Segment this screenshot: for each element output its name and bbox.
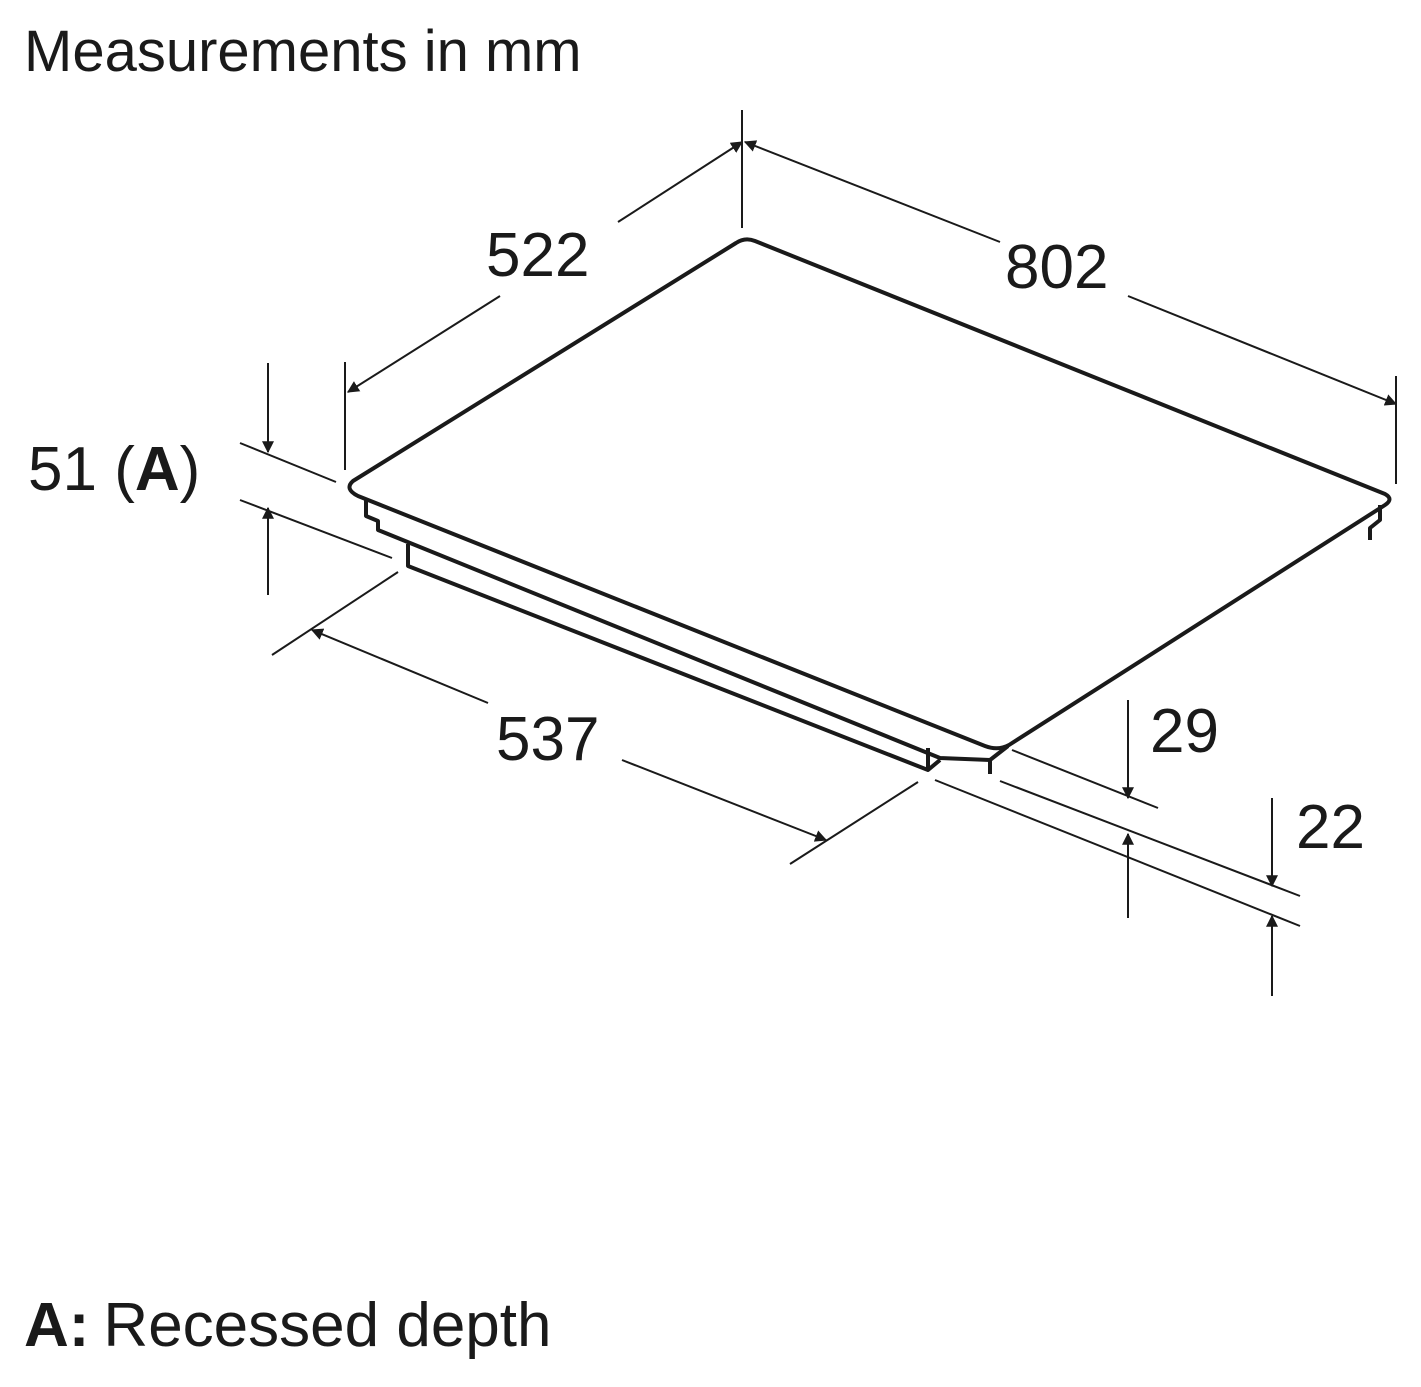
dimension-arrow bbox=[310, 628, 489, 704]
extension-line bbox=[239, 499, 393, 559]
dimension-depth bbox=[344, 110, 744, 470]
dimension-width bbox=[743, 140, 1398, 484]
extension-line bbox=[789, 781, 919, 865]
extension-line bbox=[934, 779, 1301, 927]
dimension-base-height-label: 22 bbox=[1296, 793, 1365, 862]
dimension-cutout-label: 537 bbox=[496, 705, 599, 774]
legend-text: Recessed depth bbox=[103, 1291, 551, 1360]
cooktop-outline bbox=[347, 237, 1392, 774]
legend: A:Recessed depth bbox=[24, 1291, 552, 1360]
cooktop-base-unit bbox=[406, 544, 942, 772]
extension-line bbox=[1011, 749, 1159, 809]
extension-line bbox=[239, 442, 337, 483]
dimension-arrow bbox=[1127, 295, 1398, 406]
cooktop-top-surface bbox=[347, 237, 1392, 751]
dimension-arrow bbox=[743, 140, 1001, 243]
dimension-cutout bbox=[271, 571, 919, 865]
dimension-arrow bbox=[621, 759, 828, 842]
dimension-width-label: 802 bbox=[1005, 233, 1108, 302]
dimension-arrow bbox=[346, 295, 501, 393]
dimension-recess-label: 51 (A) bbox=[28, 435, 200, 504]
dimension-depth-label: 522 bbox=[486, 221, 589, 290]
dimension-glass-height-label: 29 bbox=[1150, 697, 1219, 766]
cooktop-frame-right bbox=[1368, 505, 1382, 540]
extension-line bbox=[271, 571, 399, 656]
dimension-glass-height bbox=[999, 700, 1301, 918]
dimension-arrow bbox=[617, 141, 744, 223]
extension-line bbox=[999, 780, 1301, 897]
dimension-recess bbox=[239, 363, 393, 595]
page-title: Measurements in mm bbox=[24, 19, 582, 84]
dimension-base-height bbox=[934, 779, 1301, 996]
legend-key: A: bbox=[24, 1291, 89, 1360]
